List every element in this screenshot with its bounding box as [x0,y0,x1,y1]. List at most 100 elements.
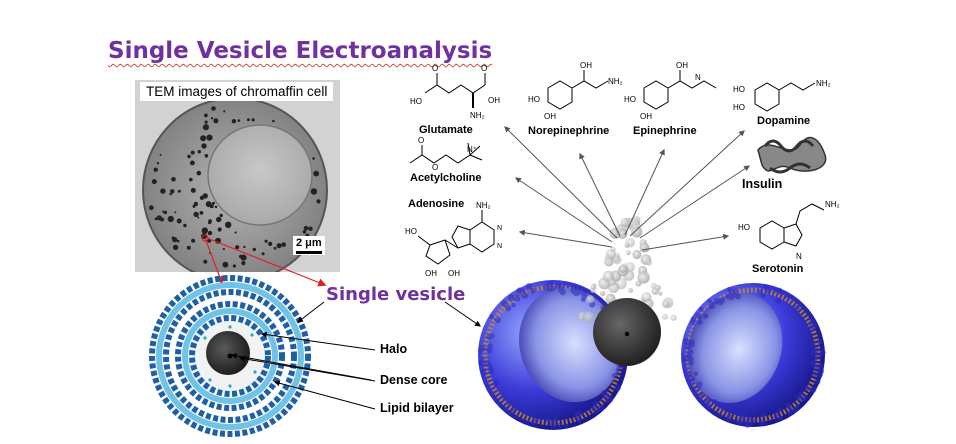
released-content-particle [661,313,668,320]
svg-text:OH: OH [544,112,556,121]
scale-bar-line [296,251,322,254]
svg-text:OH: OH [580,61,592,70]
secretory-granule [172,244,179,251]
secretory-granule [204,113,208,118]
secretory-granule [316,199,321,204]
secretory-granule [281,242,286,247]
lipid-head-bead [685,353,693,361]
lipid-head-bead [785,293,790,299]
adenosine-label: Adenosine [408,198,465,210]
released-content-particle [662,300,670,308]
release-arrows [504,126,751,251]
secretory-granule [151,179,157,185]
released-content-particle [625,242,630,248]
svg-text:OH: OH [425,269,437,278]
lipid-head-bead [502,396,507,401]
secretory-granule [214,205,218,209]
lipid-head-bead [787,410,793,416]
secretory-granule [207,230,213,236]
lipid-head-bead [688,373,692,377]
svg-text:HO: HO [738,223,750,232]
lipid-head-bead [717,298,724,306]
secretory-granule [186,245,191,250]
lipid-head-bead [752,418,757,424]
lipid-head-bead [688,341,695,348]
secretory-granule [153,167,158,172]
secretory-granule [196,170,202,176]
lipid-head-bead [493,380,499,386]
lipid-head-bead [573,413,581,420]
secretory-granule [170,189,175,194]
secretory-granule [207,220,212,225]
secretory-granule [193,201,199,207]
secretory-granule [176,218,182,224]
lipid-head-bead [478,359,485,365]
svg-text:N: N [695,73,701,82]
lipid-head-bead [547,280,554,287]
lipid-head-bead [572,286,579,293]
secretory-granule [310,188,318,195]
insulin-structure [757,136,827,174]
lipid-head-bead [804,386,810,392]
lipid-head-bead [549,285,556,292]
lipid-head-bead [515,294,521,300]
norepinephrine-label: Norepinephrine [528,125,610,137]
secretory-granule [222,248,225,251]
secretory-granule [308,226,313,231]
lipid-head-bead [561,290,566,295]
lipid-head-bead [507,294,515,302]
lipid-head-bead [512,403,519,410]
lipid-head-bead [688,360,694,366]
secretory-granule [204,120,208,124]
secretory-granule [264,239,268,243]
secretory-granule [251,118,255,122]
secretory-granule [312,157,315,160]
secretory-granule [190,187,196,193]
dense-core-label: Dense core [380,373,448,387]
secretory-granule [203,259,208,264]
released-content-particle [637,271,650,284]
diagram-title: Single Vesicle Electroanalysis [108,38,493,64]
secretory-granule [190,150,195,155]
lipid-head-bead [819,349,826,356]
lipid-head-bead [614,385,620,391]
svg-text:HO: HO [405,227,417,236]
secretory-granule [302,230,307,234]
svg-text:N: N [497,225,502,232]
released-content-particle [658,291,663,296]
svg-text:NH₂: NH₂ [608,77,623,86]
released-content-particle [604,257,614,267]
secretory-granule [202,124,209,131]
svg-text:NH₂: NH₂ [476,201,491,210]
lipid-head-bead [775,297,782,304]
scale-bar: 2 μm [293,236,325,255]
lipid-head-bead [556,284,563,290]
lipid-head-bead [786,404,792,410]
lipid-head-bead [773,414,779,419]
lipid-head-bead [557,422,563,428]
lipid-head-bead [551,420,558,427]
secretory-granule [240,254,247,261]
released-content-particle [600,290,606,296]
lipid-head-bead [817,338,823,345]
glutamate-label: Glutamate [419,124,473,136]
secretory-granule [219,213,223,218]
lipid-head-bead [712,399,718,405]
released-content-particle [620,217,630,228]
vesicle-schematic [149,275,311,437]
released-content-particle [583,311,595,323]
svg-text:O: O [432,163,438,172]
lipid-head-bead [593,400,599,406]
secretory-granule [201,227,208,234]
secretory-granule [204,154,209,158]
lipid-head-bead [478,345,486,353]
serotonin-label: Serotonin [752,263,804,275]
lipid-head-bead [759,419,766,427]
svg-text:N⁺: N⁺ [467,145,477,154]
lipid-head-bead [508,409,514,415]
lipid-head-bead [507,400,513,407]
secretory-granule [183,223,187,228]
secretory-granule [241,261,246,266]
lipid-head-bead [702,399,708,405]
lipid-head-bead [488,349,492,354]
